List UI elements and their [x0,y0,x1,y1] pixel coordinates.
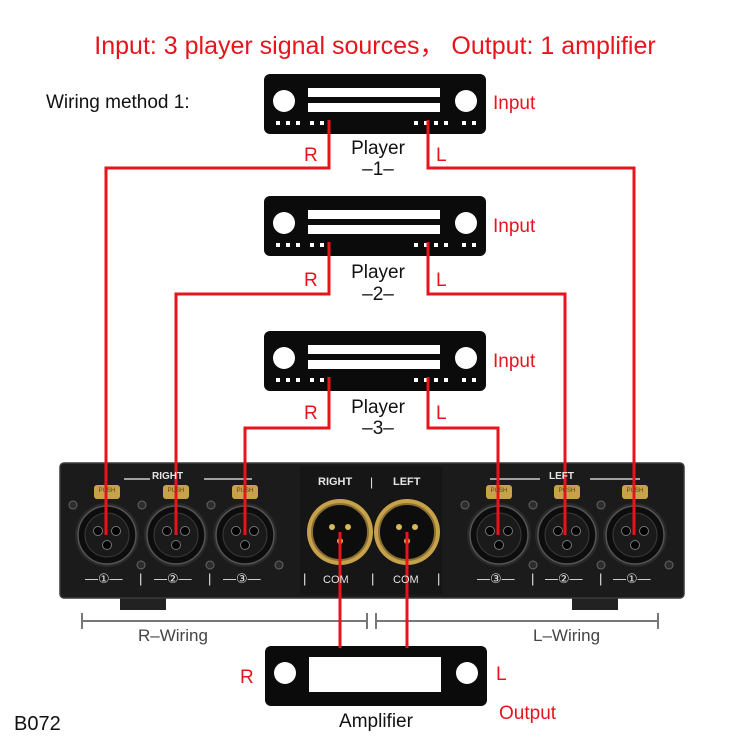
channel-divider: | [139,571,143,586]
com-right-label: COM [323,574,349,586]
player-3-number: –3– [362,418,394,439]
player-1-r-label: R [304,145,318,166]
left-channel-2: —②— [545,571,583,586]
amplifier-output-label: Output [499,703,557,724]
com-left-label: COM [393,574,419,586]
right-channel-3: —③— [223,571,261,586]
right-group-label: RIGHT [152,471,184,482]
push-latch-label: PUSH [98,488,116,494]
right-channel-2: —②— [154,571,192,586]
r-wiring-label: R–Wiring [138,626,208,645]
player-1-l-label: L [436,145,447,166]
left-group-label: LEFT [549,471,574,482]
wire-player3-right [243,377,331,535]
wire-player2-right [174,242,331,535]
wire-player1-left [426,120,636,535]
player-2-l-label: L [436,270,447,291]
wire-player3-left [426,377,500,535]
player-3-device [264,331,486,391]
push-latch-label: PUSH [626,488,644,494]
player-3-name: Player [351,397,405,418]
channel-divider: | [437,571,441,586]
player-3-r-label: R [304,403,318,424]
player-2-r-label: R [304,270,318,291]
push-latch-label: PUSH [558,488,576,494]
player-2-number: –2– [362,284,394,305]
amplifier-l-label: L [496,664,507,685]
signal-wires [104,120,636,648]
left-channel-3: —③— [477,571,515,586]
player-2-device [264,196,486,256]
player-1-number: –1– [362,159,394,180]
com-right-header: RIGHT [318,476,353,488]
switch-box [59,462,685,610]
push-latch-label: PUSH [490,488,508,494]
channel-divider: | [371,571,375,586]
channel-divider: | [303,571,307,586]
right-channel-1: —①— [85,571,123,586]
push-latch-label: PUSH [236,488,254,494]
player-1-name: Player [351,138,405,159]
player-3-input-label: Input [493,351,536,372]
player-1-device [264,74,486,134]
wiring-method-label: Wiring method 1: [46,92,190,113]
wiring-brackets [81,613,659,629]
com-header-separator: | [370,475,374,489]
left-channel-1: —①— [613,571,651,586]
product-code: B072 [14,713,61,735]
channel-divider: | [531,571,535,586]
wire-player2-left [426,242,567,535]
com-left-header: LEFT [393,476,421,488]
wire-player1-right [104,120,331,535]
channel-divider: | [599,571,603,586]
l-wiring-label: L–Wiring [533,626,601,645]
amplifier-name: Amplifier [339,711,413,732]
player-3-l-label: L [436,403,447,424]
page-title: Input: 3 player signal sources， Output: … [94,32,656,60]
player-1-input-label: Input [493,93,536,114]
push-latch-label: PUSH [167,488,185,494]
player-2-name: Player [351,262,405,283]
amplifier-device [265,646,487,706]
amplifier-r-label: R [240,667,254,688]
player-2-input-label: Input [493,216,536,237]
channel-divider: | [208,571,212,586]
